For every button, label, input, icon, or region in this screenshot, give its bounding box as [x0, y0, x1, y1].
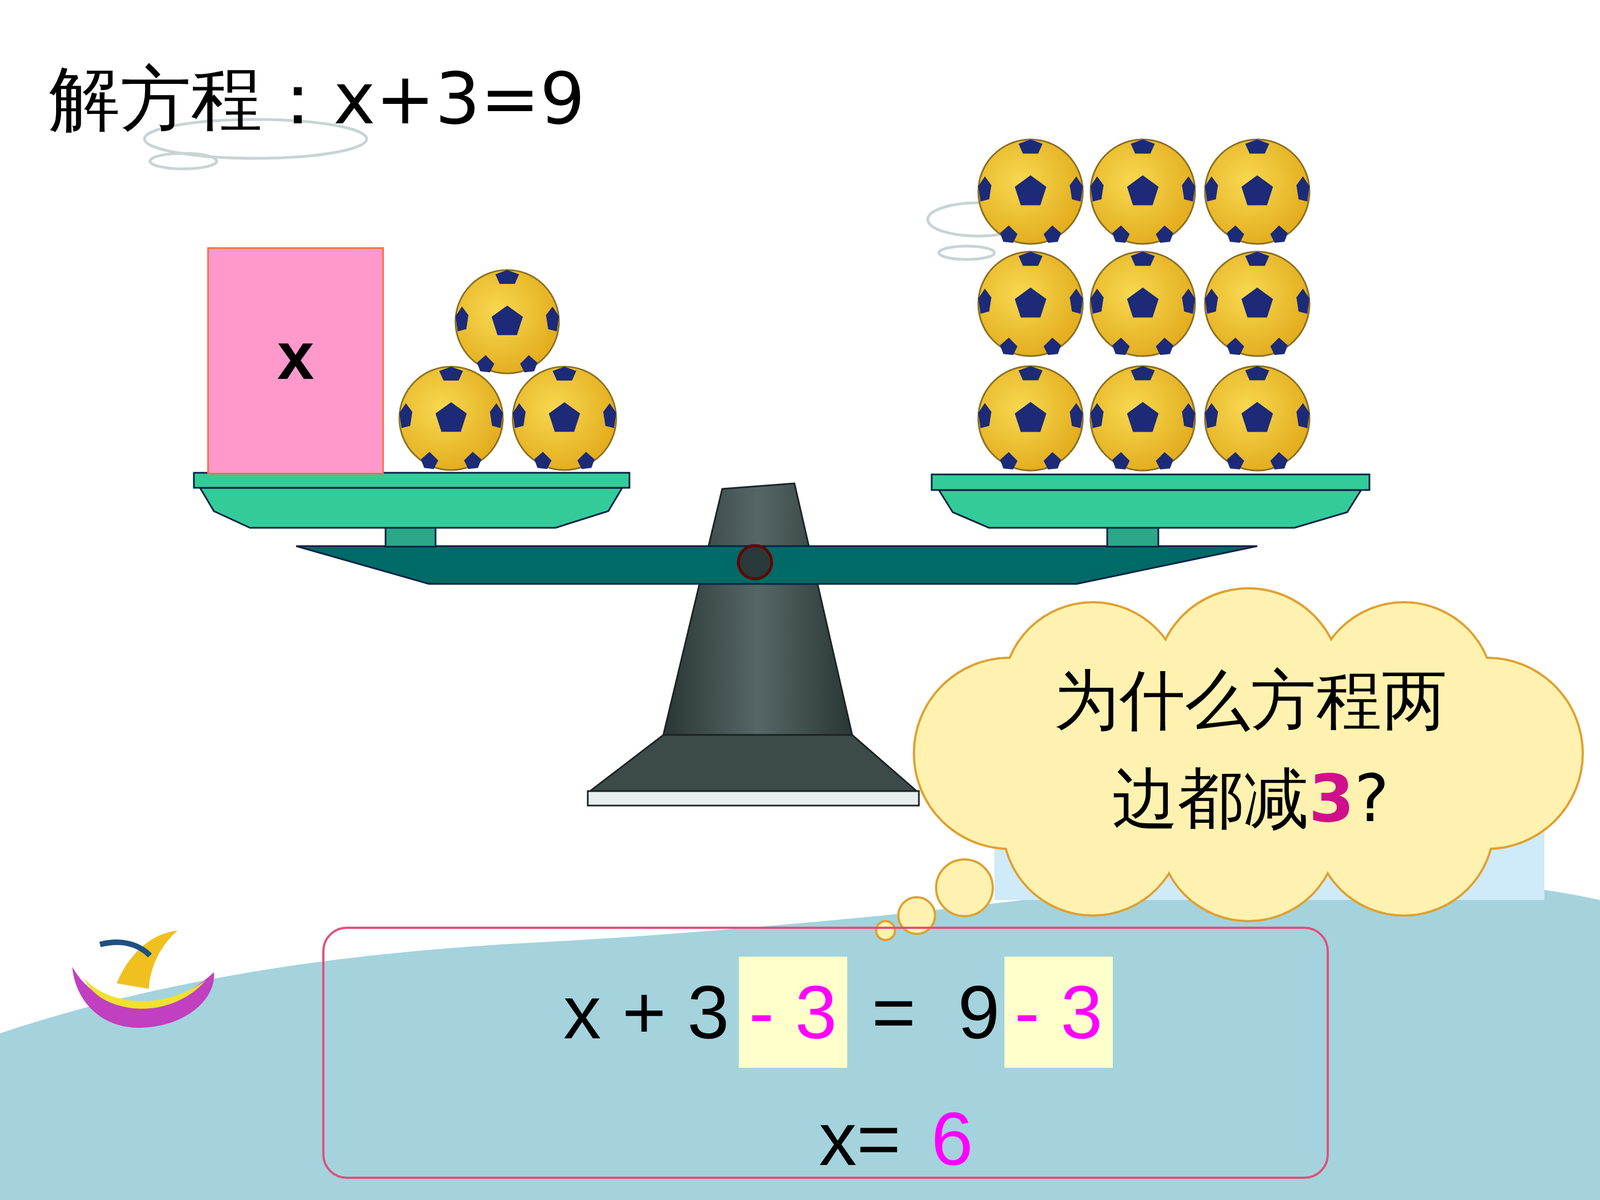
title: 解方程：x+3=9: [48, 60, 585, 139]
equation-term: x=: [818, 1101, 901, 1177]
highlighted-term: - 3: [738, 956, 848, 1068]
equation-term: 6: [931, 1101, 974, 1177]
equation-box: x + 3- 3= 9- 3x=6: [322, 926, 1329, 1179]
cloud-outline: [892, 586, 1598, 924]
unknown-label: x: [277, 322, 315, 389]
question-text: 为什么方程两 边都减3?: [1033, 651, 1468, 848]
equation-term: x + 3: [563, 974, 730, 1050]
equation-term: = 9: [871, 974, 1000, 1050]
highlight-digit: 3: [1308, 760, 1355, 837]
thought-cloud: 为什么方程两 边都减3?: [892, 586, 1598, 924]
unknown-box: x: [207, 247, 384, 475]
highlighted-term: - 3: [1004, 956, 1113, 1068]
